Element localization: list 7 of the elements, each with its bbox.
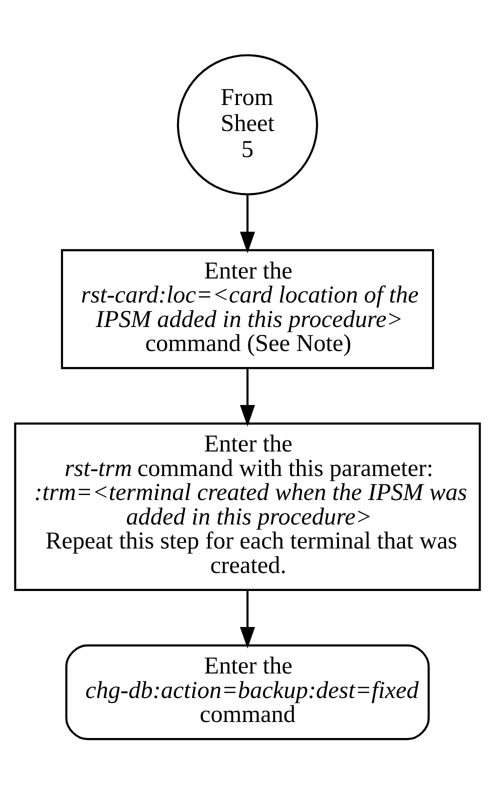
arrow (240, 194, 256, 254)
node-box: Enter the chg-db:action=backup:dest=fixed command (65, 644, 430, 740)
arrow (240, 590, 256, 648)
arrow (240, 368, 256, 427)
node-box: Enter the rst-trm command with this parameter: :trm=<terminal created when the IPSM was added in this procedure> Repeat this step for each terminal that was created. (14, 422, 481, 591)
node-box: Enter the rst-card:loc=<card location of the IPSM added in this procedure> command (See Note) (60, 249, 434, 370)
node-circle: From Sheet 5 (176, 54, 318, 196)
